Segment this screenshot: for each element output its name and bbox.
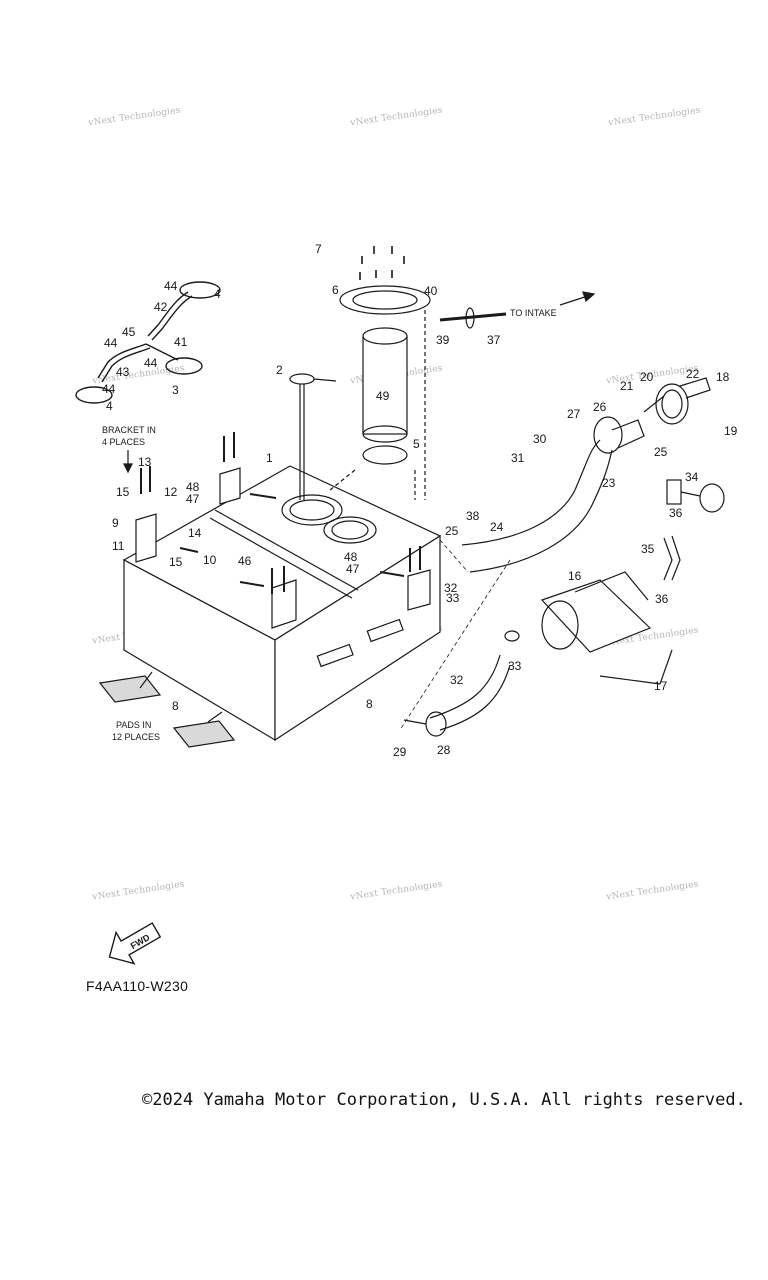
fuel-tank xyxy=(122,465,442,742)
callout-47: 47 xyxy=(186,492,200,506)
callout-40: 40 xyxy=(424,284,438,298)
callout-18: 18 xyxy=(716,370,730,384)
callout-33: 33 xyxy=(446,591,460,605)
copyright-notice: ©2024 Yamaha Motor Corporation, U.S.A. A… xyxy=(142,1090,746,1110)
callout-44: 44 xyxy=(164,279,178,293)
figure-code: F4AA110-W230 xyxy=(86,978,189,994)
callout-42: 42 xyxy=(154,300,168,314)
callout-27: 27 xyxy=(567,407,581,421)
callout-41: 41 xyxy=(174,335,188,349)
callout-1: 1 xyxy=(266,451,273,465)
callout-25: 25 xyxy=(445,524,459,538)
callout-36: 36 xyxy=(655,592,669,606)
callout-49: 49 xyxy=(376,389,390,403)
callout-10: 10 xyxy=(203,553,217,567)
fuel-pump xyxy=(329,285,431,500)
callout-23: 23 xyxy=(602,476,616,490)
callout-22: 22 xyxy=(686,367,700,381)
callout-14: 14 xyxy=(188,526,202,540)
callout-19: 19 xyxy=(724,424,738,438)
fwd-arrow-icon: FWD xyxy=(108,922,162,965)
vent-hose xyxy=(75,281,221,404)
lower-hose xyxy=(403,630,520,737)
callout-17: 17 xyxy=(654,679,668,693)
fuel-sender xyxy=(289,373,337,500)
callout-31: 31 xyxy=(511,451,525,465)
callout-4: 4 xyxy=(214,287,221,301)
filter-canister xyxy=(540,571,673,685)
tank-pad xyxy=(98,671,236,748)
bolt xyxy=(140,432,421,594)
callout-13: 13 xyxy=(138,455,152,469)
screw xyxy=(359,246,405,280)
callout-3: 3 xyxy=(172,383,179,397)
callout-39: 39 xyxy=(436,333,450,347)
callout-47: 47 xyxy=(346,562,360,576)
callout-45: 45 xyxy=(122,325,136,339)
callout-44: 44 xyxy=(102,382,116,396)
callout-20: 20 xyxy=(640,370,654,384)
callout-25: 25 xyxy=(654,445,668,459)
callout-35: 35 xyxy=(641,542,655,556)
bracket-label: BRACKET IN xyxy=(102,425,156,435)
callout-32: 32 xyxy=(450,673,464,687)
callout-43: 43 xyxy=(116,365,130,379)
callout-7: 7 xyxy=(315,242,322,256)
callout-15: 15 xyxy=(169,555,183,569)
callout-33: 33 xyxy=(508,659,522,673)
callout-2: 2 xyxy=(276,363,283,377)
callout-9: 9 xyxy=(112,516,119,530)
callout-29: 29 xyxy=(393,745,407,759)
callout-36: 36 xyxy=(669,506,683,520)
to-intake-label: TO INTAKE xyxy=(510,308,557,318)
callout-21: 21 xyxy=(620,379,634,393)
callout-32: 32 xyxy=(444,581,458,595)
callout-15: 15 xyxy=(116,485,130,499)
outlet-fitting xyxy=(663,479,725,581)
callout-4: 4 xyxy=(106,399,113,413)
callout-37: 37 xyxy=(487,333,501,347)
mounting-bracket xyxy=(135,467,431,629)
callout-34: 34 xyxy=(685,470,699,484)
callout-6: 6 xyxy=(332,283,339,297)
callout-38: 38 xyxy=(466,509,480,523)
callout-8: 8 xyxy=(366,697,373,711)
callout-44: 44 xyxy=(104,336,118,350)
callout-46: 46 xyxy=(238,554,252,568)
callout-30: 30 xyxy=(533,432,547,446)
callout-48: 48 xyxy=(186,480,200,494)
callout-11: 11 xyxy=(112,539,125,553)
callout-5: 5 xyxy=(413,437,420,451)
filler-hose xyxy=(461,416,645,573)
callout-24: 24 xyxy=(490,520,504,534)
callout-26: 26 xyxy=(593,400,607,414)
callout-12: 12 xyxy=(164,485,178,499)
callout-44: 44 xyxy=(144,356,158,370)
callout-8: 8 xyxy=(172,699,179,713)
callout-16: 16 xyxy=(568,569,582,583)
assembly-guide xyxy=(399,539,511,731)
intake-tube xyxy=(439,291,596,329)
callout-48: 48 xyxy=(344,550,358,564)
callout-28: 28 xyxy=(437,743,451,757)
bracket-label: 4 PLACES xyxy=(102,437,145,447)
pads-label: 12 PLACES xyxy=(112,732,160,742)
pads-label: PADS IN xyxy=(116,720,151,730)
filler-cap xyxy=(643,377,711,425)
